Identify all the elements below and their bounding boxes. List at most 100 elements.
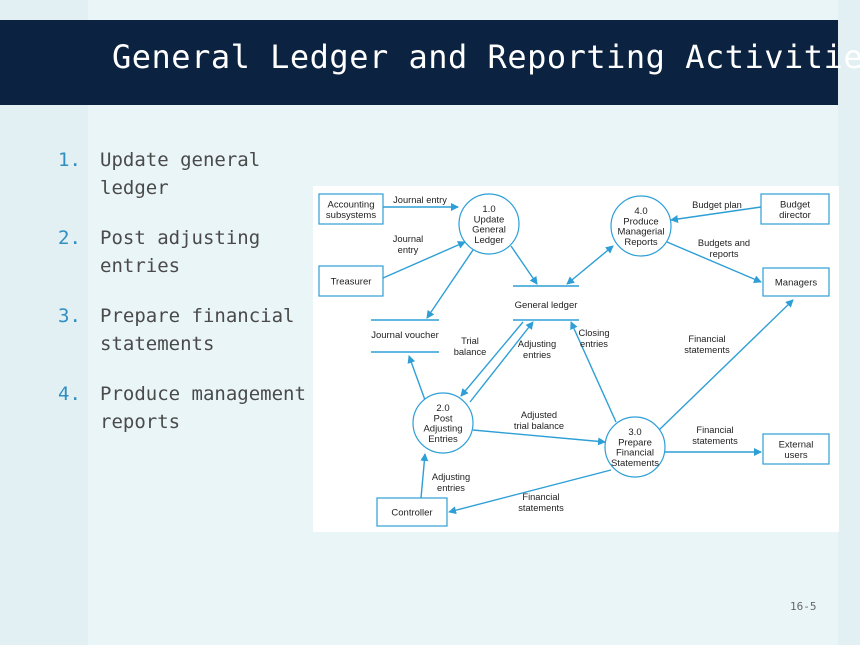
entity-label-line: Budget bbox=[780, 199, 810, 210]
process-label-line: Prepare bbox=[618, 437, 652, 448]
entity-controller: Controller bbox=[376, 497, 448, 527]
entity-box bbox=[760, 193, 830, 225]
flow-label-financial-statements-managers-line: Financial bbox=[688, 334, 725, 344]
flow-label-closing-entries-line: Closing bbox=[578, 328, 609, 338]
flow-label-journal-entry-2-line: entry bbox=[398, 245, 419, 255]
entity-box bbox=[762, 267, 830, 297]
list-text: Post adjusting entries bbox=[100, 227, 261, 277]
store-label: Journal voucher bbox=[371, 330, 439, 341]
list-number: 3. bbox=[58, 305, 81, 327]
flow-label-adjusted-trial-balance-line: trial balance bbox=[514, 421, 564, 431]
list-text: Update general ledger bbox=[100, 149, 261, 199]
flow-label-closing-entries-line: entries bbox=[580, 339, 608, 349]
background-stripe-right bbox=[838, 0, 860, 645]
process-label-line: Post bbox=[433, 413, 452, 424]
flow-label-adjusting-entries-2-line: Adjusting bbox=[432, 472, 470, 482]
title-bar bbox=[0, 20, 838, 105]
flow-label-budgets-reports-line: Budgets and bbox=[698, 238, 750, 248]
flow-label-budget-plan-line: Budget plan bbox=[692, 200, 742, 210]
process-label-line: Adjusting bbox=[423, 424, 462, 435]
process-label-line: 4.0 bbox=[634, 206, 647, 217]
flow-p1-to-journal-voucher bbox=[426, 249, 474, 319]
flow-label-journal-entry-2-line: Journal bbox=[393, 234, 424, 244]
list-item: 1.Update general ledger bbox=[58, 146, 318, 202]
process-circle bbox=[604, 416, 666, 478]
flow-label-journal-entry-1-line: Journal entry bbox=[393, 195, 447, 205]
list-item: 4.Produce management reports bbox=[58, 380, 318, 436]
list-text: Produce management reports bbox=[100, 383, 306, 433]
list-item: 2. Post adjusting entries bbox=[58, 224, 318, 280]
entity-box bbox=[762, 433, 830, 465]
process-circle bbox=[458, 193, 520, 255]
flow-label-financial-statements-managers-line: statements bbox=[684, 345, 730, 355]
entity-managers: Managers bbox=[762, 267, 830, 297]
slide-title: General Ledger and Reporting Activities bbox=[112, 38, 860, 76]
flow-label-adjusting-entries-1-line: entries bbox=[523, 350, 551, 360]
list-number: 2. bbox=[58, 227, 81, 249]
activity-list: 1.Update general ledger 2. Post adjusting… bbox=[58, 146, 318, 458]
entity-box bbox=[376, 497, 448, 527]
entity-box bbox=[318, 265, 384, 297]
flow-label-budget-plan: Budget plan bbox=[692, 200, 742, 210]
store-label: General ledger bbox=[515, 300, 578, 311]
list-item: 3. Prepare financial statements bbox=[58, 302, 318, 358]
entity-label-line: users bbox=[784, 450, 807, 461]
flow-p3-to-controller bbox=[448, 469, 612, 515]
entity-box bbox=[318, 193, 384, 225]
flow-label-trial-balance-line: Trial bbox=[461, 336, 479, 346]
process-label-line: Entries bbox=[428, 434, 458, 445]
process-label-line: Financial bbox=[616, 448, 654, 459]
page-number: 16-5 bbox=[790, 600, 817, 613]
entity-label: Managers bbox=[775, 278, 817, 289]
process-label-line: Update bbox=[474, 214, 505, 225]
entity-label-line: Managers bbox=[775, 278, 817, 289]
process-circle bbox=[412, 392, 474, 454]
flow-label-financial-statements-external-line: Financial bbox=[696, 425, 733, 435]
flow-p2-to-p3 bbox=[472, 429, 606, 446]
list-text: Prepare financial statements bbox=[100, 305, 295, 355]
store-journal-voucher: Journal voucher bbox=[371, 319, 439, 353]
flow-ledger-to-p2-a bbox=[460, 321, 524, 397]
background-stripe-left bbox=[0, 0, 88, 645]
entity-label-line: Accounting bbox=[327, 199, 374, 210]
flow-p3-to-managers bbox=[658, 299, 794, 431]
flow-label-journal-entry-1: Journal entry bbox=[393, 195, 447, 205]
entity-label: Controller bbox=[391, 508, 432, 519]
process-label-line: General bbox=[472, 225, 506, 236]
process-label-line: Statements bbox=[611, 458, 659, 469]
process-label-line: Managerial bbox=[618, 227, 665, 238]
flow-label-financial-statements-external-line: statements bbox=[692, 436, 738, 446]
entity-label-line: External bbox=[779, 439, 814, 450]
process-label-line: 1.0 bbox=[482, 204, 495, 215]
flow-label-adjusting-entries-2-line: entries bbox=[437, 483, 465, 493]
entity-label-line: subsystems bbox=[326, 210, 376, 221]
flow-p2-to-journal-voucher bbox=[407, 355, 426, 401]
process-circle bbox=[610, 195, 672, 257]
process-label-line: Produce bbox=[623, 216, 658, 227]
flow-p1-to-general-ledger bbox=[510, 245, 538, 285]
flow-label-budgets-reports-line: reports bbox=[710, 249, 739, 259]
process-label-line: 2.0 bbox=[436, 403, 449, 414]
entity-label-line: Controller bbox=[391, 508, 432, 519]
flow-p4-to-managers bbox=[666, 241, 762, 283]
flow-label-trial-balance-line: balance bbox=[454, 347, 487, 357]
store-general-ledger: General ledger bbox=[513, 285, 579, 321]
